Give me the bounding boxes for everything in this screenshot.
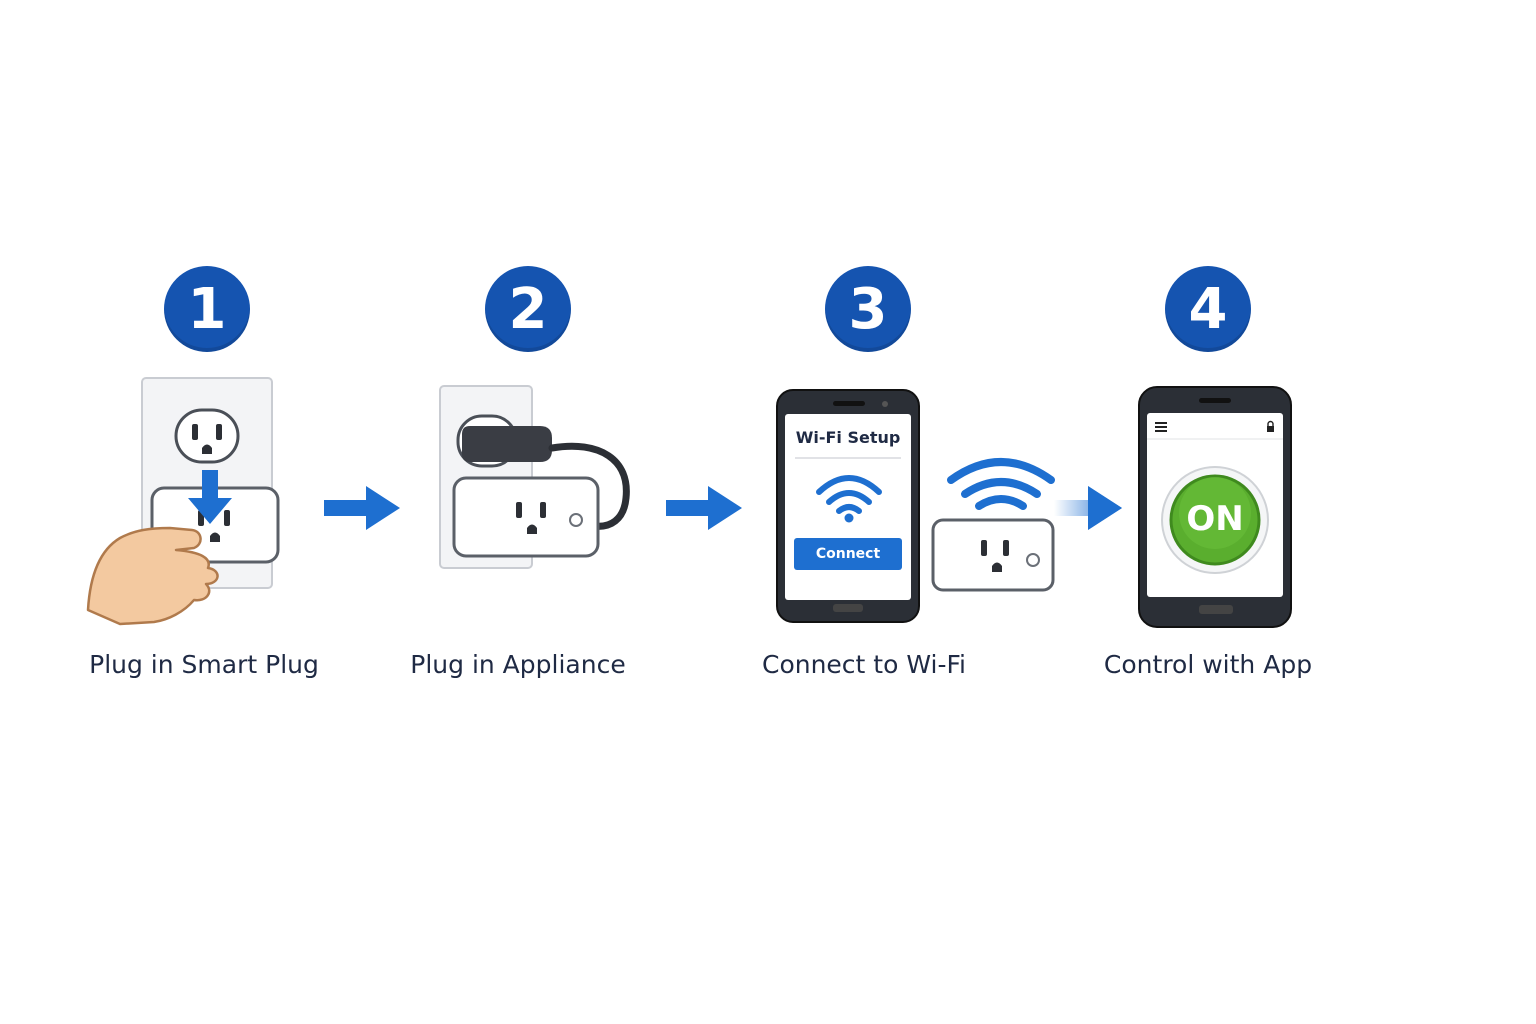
wifi-icon (816, 475, 882, 514)
lock-icon (1267, 420, 1274, 432)
step-4-caption: Control with App (1103, 650, 1313, 679)
hamburger-menu-icon (1155, 422, 1167, 432)
smart-plug-icon (452, 476, 600, 558)
step-2-illustration (439, 385, 630, 569)
smart-plug-icon (931, 518, 1055, 592)
step-3-illustration: Wi-Fi Setup Connect (775, 388, 1065, 628)
wifi-setup-title: Wi-Fi Setup (795, 428, 901, 447)
step-2-caption: Plug in Appliance (410, 650, 626, 679)
arrow-down-icon (188, 470, 232, 524)
arrow-right-icon (1054, 486, 1122, 530)
step-4-illustration: ON (1137, 385, 1295, 631)
step-3-badge: 3 (825, 266, 911, 352)
on-toggle-button[interactable]: ON (1186, 499, 1244, 539)
arrow-right-icon (666, 486, 742, 530)
connect-button[interactable]: Connect (794, 538, 902, 570)
step-3-caption: Connect to Wi-Fi (761, 650, 966, 679)
step-1-illustration (86, 377, 280, 626)
step-4-badge: 4 (1165, 266, 1251, 352)
step-1-badge: 1 (164, 266, 250, 352)
hand-icon (86, 526, 219, 626)
step-1-caption: Plug in Smart Plug (89, 650, 319, 679)
step-2-badge: 2 (485, 266, 571, 352)
arrow-right-icon (324, 486, 400, 530)
wifi-signal-icon (947, 458, 1055, 510)
wall-outlet-icon (174, 408, 240, 464)
appliance-plug-icon (462, 426, 552, 462)
